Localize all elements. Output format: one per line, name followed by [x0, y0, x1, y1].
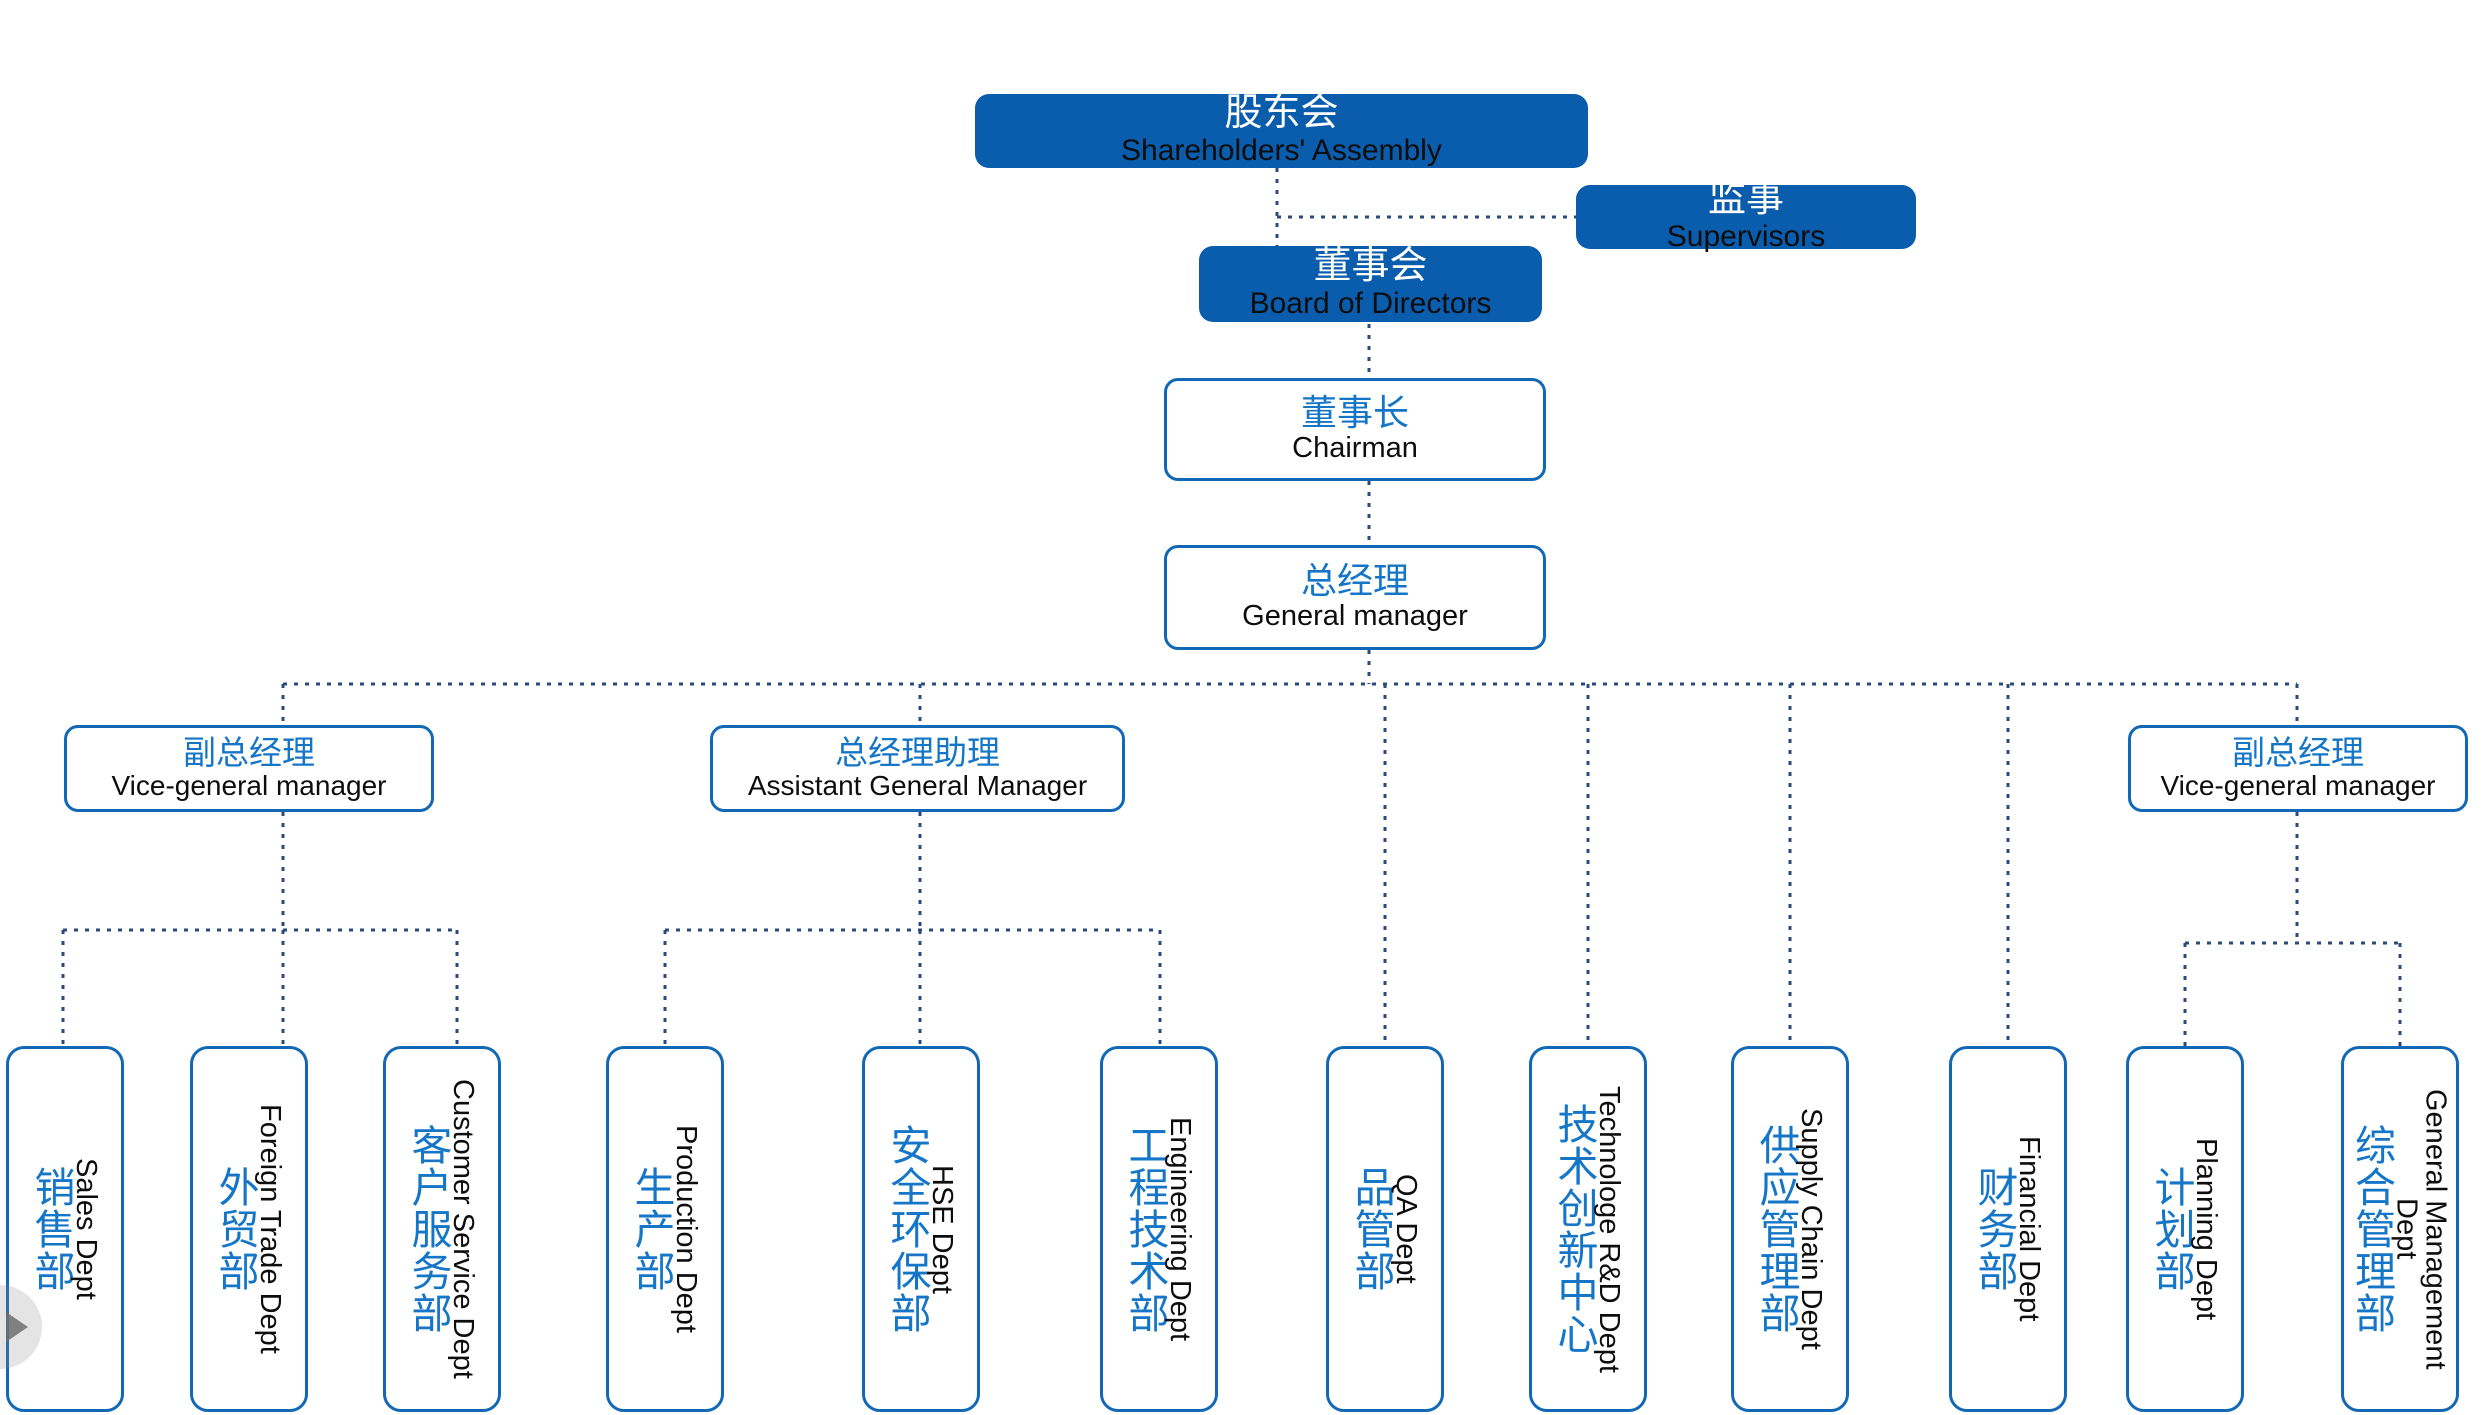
node-shareholders-assembly-en: Shareholders' Assembly: [1121, 134, 1442, 168]
node-general-manager-cn: 总经理: [1300, 560, 1409, 602]
dept-supply-chain[interactable]: 供应管理部 Supply Chain Dept: [1731, 1046, 1849, 1412]
next-arrow-triangle: [6, 1312, 28, 1342]
dept-production-en: Production Dept: [670, 1125, 702, 1333]
node-supervisors-en: Supervisors: [1666, 220, 1826, 254]
node-board-of-directors-cn: 董事会: [1313, 245, 1428, 288]
dept-sales[interactable]: 销售部 Sales Dept: [6, 1046, 124, 1412]
node-general-manager-en: General manager: [1242, 600, 1468, 633]
node-vice-general-manager-right-en: Vice-general manager: [2160, 770, 2436, 802]
node-vice-general-manager-right[interactable]: 副总经理 Vice-general manager: [2128, 725, 2468, 812]
dept-production-cn: 生产部: [628, 1166, 674, 1292]
node-assistant-general-manager-cn: 总经理助理: [835, 733, 1000, 771]
dept-customer-service[interactable]: 客户服务部 Customer Service Dept: [383, 1046, 501, 1412]
dept-qa-en: QA Dept: [1390, 1174, 1422, 1284]
dept-foreign-trade[interactable]: 外贸部 Foreign Trade Dept: [190, 1046, 308, 1412]
dept-financial-en: Financial Dept: [2013, 1136, 2045, 1322]
dept-customer-service-en: Customer Service Dept: [447, 1079, 479, 1379]
node-chairman[interactable]: 董事长 Chairman: [1164, 378, 1546, 481]
dept-general-management-en: General Management Dept: [2390, 1088, 2452, 1370]
dept-qa[interactable]: 品管部 QA Dept: [1326, 1046, 1444, 1412]
dept-rd-technology-center[interactable]: 技术创新中心 Technologe R&D Dept: [1529, 1046, 1647, 1412]
node-shareholders-assembly-cn: 股东会: [1224, 92, 1339, 135]
dept-hse[interactable]: 安全环保部 HSE Dept: [862, 1046, 980, 1412]
dept-production[interactable]: 生产部 Production Dept: [606, 1046, 724, 1412]
node-assistant-general-manager[interactable]: 总经理助理 Assistant General Manager: [710, 725, 1125, 812]
dept-planning-cn: 计划部: [2148, 1166, 2194, 1292]
dept-engineering-en: Engineering Dept: [1164, 1116, 1196, 1342]
dept-supply-chain-cn: 供应管理部: [1753, 1124, 1799, 1334]
node-shareholders-assembly[interactable]: 股东会 Shareholders' Assembly: [975, 92, 1588, 168]
node-supervisors[interactable]: 监事 Supervisors: [1576, 179, 1916, 253]
dept-qa-cn: 品管部: [1348, 1166, 1394, 1292]
dept-supply-chain-en: Supply Chain Dept: [1795, 1108, 1827, 1350]
dept-engineering-cn: 工程技术部: [1122, 1124, 1168, 1334]
dept-foreign-trade-en: Foreign Trade Dept: [254, 1104, 286, 1354]
node-vice-general-manager-left[interactable]: 副总经理 Vice-general manager: [64, 725, 434, 812]
node-chairman-cn: 董事长: [1300, 392, 1409, 434]
dept-hse-en: HSE Dept: [926, 1164, 958, 1294]
node-assistant-general-manager-en: Assistant General Manager: [747, 770, 1088, 802]
dept-general-management[interactable]: 综合管理部 General Management Dept: [2341, 1046, 2459, 1412]
dept-rd-technology-center-cn: 技术创新中心: [1551, 1103, 1597, 1355]
dept-rd-technology-center-en: Technologe R&D Dept: [1593, 1085, 1625, 1373]
dept-sales-en: Sales Dept: [70, 1158, 102, 1300]
dept-foreign-trade-cn: 外贸部: [212, 1166, 258, 1292]
dept-financial[interactable]: 财务部 Financial Dept: [1949, 1046, 2067, 1412]
dept-customer-service-cn: 客户服务部: [405, 1124, 451, 1334]
dept-hse-cn: 安全环保部: [884, 1124, 930, 1334]
dept-financial-cn: 财务部: [1971, 1166, 2017, 1292]
dept-general-management-cn: 综合管理部: [2348, 1124, 2395, 1334]
node-chairman-en: Chairman: [1292, 432, 1418, 465]
dept-engineering[interactable]: 工程技术部 Engineering Dept: [1100, 1046, 1218, 1412]
dept-sales-cn: 销售部: [28, 1166, 74, 1292]
dept-planning-en: Planning Dept: [2190, 1137, 2222, 1321]
node-supervisors-cn: 监事: [1707, 178, 1784, 221]
node-vice-general-manager-left-cn: 副总经理: [183, 733, 315, 771]
node-vice-general-manager-left-en: Vice-general manager: [111, 770, 387, 802]
node-board-of-directors[interactable]: 董事会 Board of Directors: [1199, 246, 1542, 322]
dept-planning[interactable]: 计划部 Planning Dept: [2126, 1046, 2244, 1412]
node-vice-general-manager-right-cn: 副总经理: [2232, 733, 2364, 771]
node-board-of-directors-en: Board of Directors: [1249, 287, 1492, 321]
node-general-manager[interactable]: 总经理 General manager: [1164, 545, 1546, 650]
